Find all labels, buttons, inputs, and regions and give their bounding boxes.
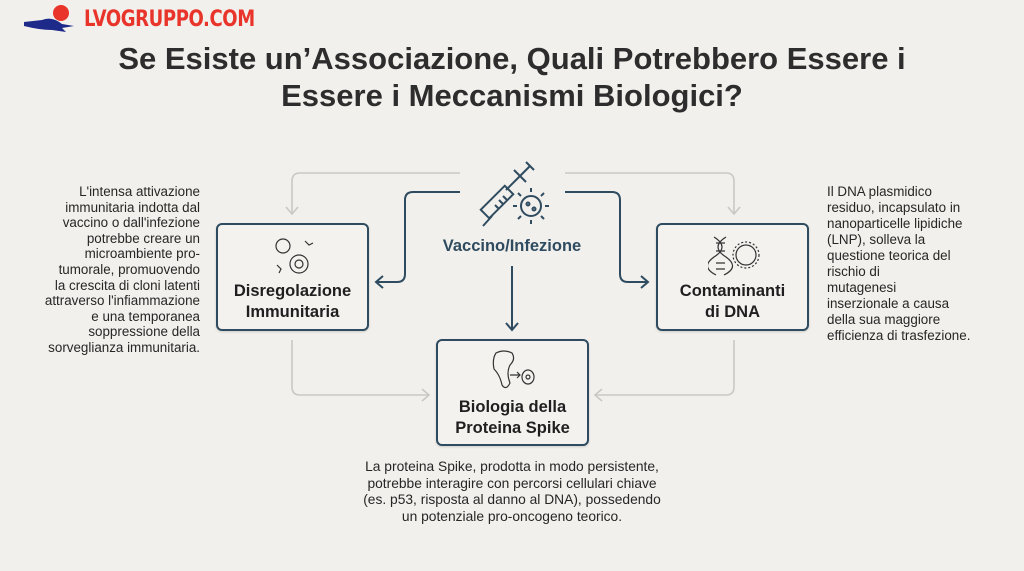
description-line: residuo, incapsulato in [827, 200, 961, 215]
arrow-light-top-right [565, 172, 735, 213]
arrow-head [421, 388, 431, 402]
description-line: inserzionale a causa [827, 296, 950, 311]
description-line: microambiente pro- [84, 246, 200, 262]
description-line: La proteina Spike, prodotta in modo pers… [365, 459, 659, 474]
arrow-head [727, 206, 741, 216]
description-line: della sua maggiore [827, 312, 941, 327]
description-line: la crescita di cloni latenti [54, 277, 200, 293]
description-line: e una temporanea [91, 308, 200, 324]
description-line: rischio di [827, 264, 880, 279]
description-line: (es. p53, risposta al danno al DNA), pos… [363, 492, 661, 507]
description-line: efficienza di trasfezione. [827, 328, 971, 343]
description-line: questione teorica del [827, 248, 951, 263]
arrow-to-dna [565, 191, 648, 283]
spike-cell-icon [492, 350, 535, 389]
description-spike: La proteina Spike, prodotta in modo pers… [312, 459, 712, 525]
description-line: nanoparticelle lipidiche [827, 216, 963, 231]
light-arrows [285, 172, 741, 402]
label-line: Contaminanti [679, 282, 786, 300]
dna-lnp-icon [708, 236, 760, 276]
logo-text: LVOGRUPPO.COM [84, 6, 255, 32]
arrow-light-bottom-right [596, 340, 735, 396]
center-node-label: Vaccino/Infezione [442, 237, 582, 255]
description-line: vaccino o dall'infezione [62, 215, 200, 231]
box-immune-label: Disregolazione Immunitaria [218, 281, 367, 323]
arrow-head [285, 206, 299, 216]
label-line: Immunitaria [245, 303, 340, 321]
box-dna-label: Contaminanti di DNA [658, 281, 807, 323]
label-line: Proteina Spike [455, 419, 570, 437]
site-logo[interactable]: LVOGRUPPO.COM [22, 4, 292, 34]
description-line: tumorale, promuovendo [58, 261, 200, 277]
title-line-2: Essere i Meccanismi Biologici? [281, 78, 743, 113]
description-line: mutagenesi [827, 280, 897, 295]
dark-arrows [374, 191, 650, 332]
description-line: attraverso l'infiammazione [44, 293, 200, 309]
box-dna-contaminants[interactable]: Contaminanti di DNA [656, 223, 809, 331]
arrow-head [593, 388, 603, 402]
immune-cells-icon [275, 238, 314, 274]
arrow-light-top-left [291, 172, 460, 213]
label-line: di DNA [705, 303, 760, 321]
description-line: soppressione della [88, 324, 200, 340]
page-title: Se Esiste un’Associazione, Quali Potrebb… [0, 40, 1024, 114]
label-line: Disregolazione [233, 282, 352, 300]
title-line-1: Se Esiste un’Associazione, Quali Potrebb… [118, 41, 906, 76]
description-line: immunitaria indotta dal [65, 199, 200, 215]
description-line: potrebbe creare un [86, 230, 200, 246]
description-line: sorveglianza immunitaria. [48, 339, 200, 355]
box-spike-label: Biologia della Proteina Spike [438, 397, 587, 439]
syringe-virus-icon [479, 161, 549, 227]
arrow-to-immune [376, 191, 460, 283]
description-line: un potenziale pro-oncogeno teorico. [401, 508, 623, 524]
description-line: (LNP), solleva la [827, 232, 926, 247]
hand-ball-logo-icon [24, 5, 74, 32]
box-spike-protein[interactable]: Biologia della Proteina Spike [436, 339, 589, 446]
description-line: Il DNA plasmidico [827, 184, 932, 199]
box-immune-dysregulation[interactable]: Disregolazione Immunitaria [216, 223, 369, 331]
label-line: Biologia della [458, 398, 567, 416]
description-line: L'intensa attivazione [79, 184, 200, 199]
description-line: potrebbe interagire con percorsi cellula… [367, 475, 657, 491]
arrow-light-bottom-left [291, 340, 428, 396]
